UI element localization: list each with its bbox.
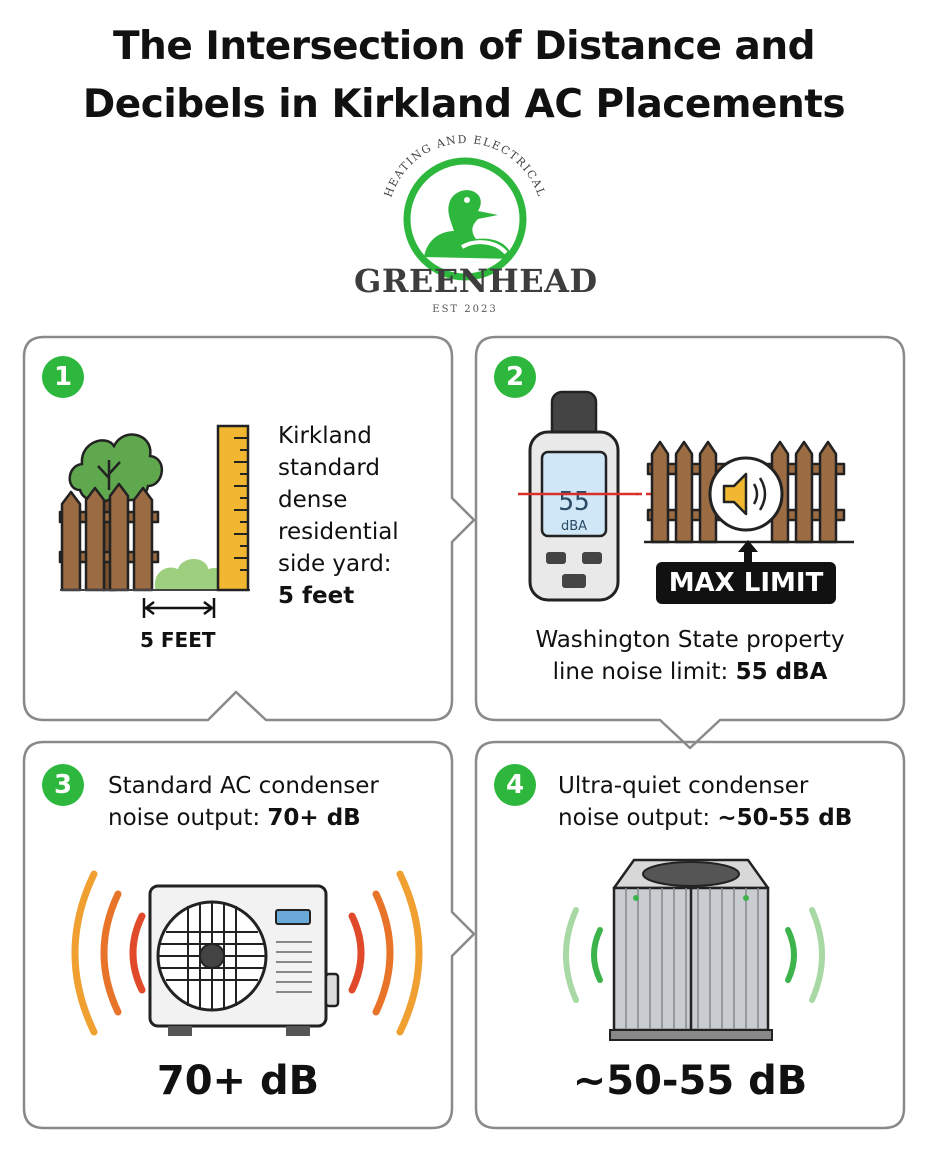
panel-2-frame	[474, 335, 906, 750]
panel-4-big-value: ~50-55 dB	[572, 1058, 808, 1104]
measure-arrow-icon	[142, 598, 216, 618]
panel-1-text-line: residential	[278, 519, 399, 545]
step-badge-4: 4	[494, 764, 536, 806]
panel-3-text-line-1: Standard AC condenser	[108, 773, 379, 799]
logo-est: EST 2023	[432, 304, 498, 315]
step-badge-3: 3	[42, 764, 84, 806]
speaker-icon	[708, 456, 784, 532]
up-arrow-icon	[738, 540, 758, 562]
sound-meter-icon: 55 dBA	[518, 390, 638, 602]
meter-unit: dBA	[561, 519, 587, 534]
panel-1-text-line: standard	[278, 455, 381, 481]
panel-2-text-line-2: line noise limit: 55 dBA	[476, 656, 904, 688]
panel-3-text-prefix: noise output:	[108, 805, 268, 831]
panel-1-text-bold: 5 feet	[278, 583, 355, 609]
mini-split-condenser-icon	[148, 884, 340, 1036]
panel-4-frame	[474, 740, 906, 1130]
panel-4-text-bold: ~50-55 dB	[717, 805, 853, 831]
quiet-sound-waves-icon	[563, 907, 603, 1003]
fence-icon	[644, 440, 854, 544]
title-line-1: The Intersection of Distance and	[112, 24, 816, 69]
panel-2-text-line-1: Washington State property	[535, 627, 845, 653]
panel-2-text-prefix: line noise limit:	[552, 659, 736, 685]
central-ac-unit-icon	[609, 858, 773, 1041]
panel-1-text-line: Kirkland	[278, 423, 372, 449]
panel-4-text-prefix: noise output:	[558, 805, 718, 831]
panel-3-text-bold: 70+ dB	[267, 805, 361, 831]
title-line-2: Decibels in Kirkland AC Placements	[82, 82, 846, 127]
panel-1-text-line: side yard:	[278, 551, 392, 577]
max-limit-banner: MAX LIMIT	[656, 562, 836, 604]
panel-3-text: Standard AC condenser noise output: 70+ …	[108, 770, 379, 834]
meter-value: 55	[558, 487, 589, 517]
greenhead-logo: HEATING AND ELECTRICAL	[382, 135, 547, 281]
panel-3-frame	[22, 740, 476, 1130]
panel-3-text-line-2: noise output: 70+ dB	[108, 802, 379, 834]
ruler-icon	[216, 424, 250, 592]
panel-1-frame	[22, 335, 476, 722]
quiet-sound-waves-icon	[785, 907, 825, 1003]
page-title: The Intersection of Distance and Decibel…	[0, 18, 928, 134]
logo-wordmark: GREENHEAD	[354, 262, 598, 300]
loud-sound-waves-icon	[71, 870, 146, 1036]
side-yard-illustration	[58, 424, 250, 618]
measure-label: 5 FEET	[140, 628, 216, 652]
max-limit-label: MAX LIMIT	[668, 568, 824, 598]
panel-4-text-line-2: noise output: ~50-55 dB	[558, 802, 852, 834]
panel-3-big-value: 70+ dB	[156, 1058, 320, 1104]
step-badge-1: 1	[42, 356, 84, 398]
panel-1-text-line: dense	[278, 487, 348, 513]
bush-icon	[154, 559, 224, 591]
loud-sound-waves-icon	[348, 870, 423, 1036]
duck-icon	[424, 190, 512, 259]
fence-icon	[58, 482, 160, 592]
panel-2-text-bold: 55 dBA	[735, 659, 828, 685]
panel-4-text: Ultra-quiet condenser noise output: ~50-…	[558, 770, 852, 834]
panel-1-text: Kirkland standard dense residential side…	[278, 420, 399, 612]
panel-4-text-line-1: Ultra-quiet condenser	[558, 773, 809, 799]
panel-2-text: Washington State property line noise lim…	[476, 624, 904, 688]
step-badge-2: 2	[494, 356, 536, 398]
